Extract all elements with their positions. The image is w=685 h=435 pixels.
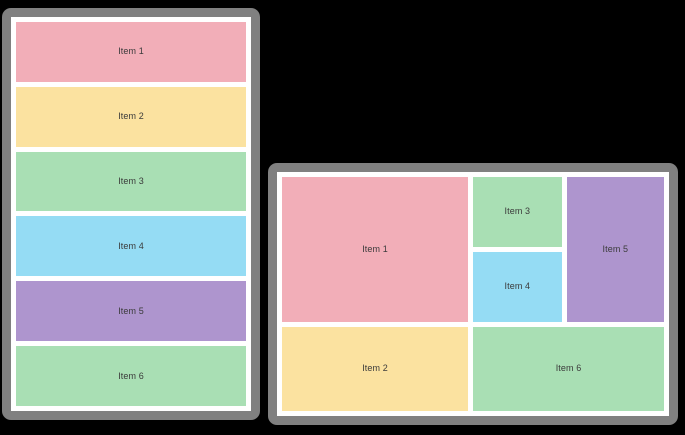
mobile-device-frame: Item 1 Item 2 Item 3 Item 4 Item 5 Item … [2, 8, 260, 420]
mobile-grid-item-3-label: Item 3 [118, 176, 144, 187]
mobile-grid-item-4[interactable]: Item 4 [16, 216, 246, 277]
desktop-device-screen: Item 1 Item 3 Item 4 Item 5 Item 2 Item … [277, 172, 669, 416]
desktop-grid-item-4-label: Item 4 [504, 281, 531, 292]
mobile-grid-item-5-label: Item 5 [118, 305, 144, 316]
desktop-grid-item-2[interactable]: Item 2 [282, 326, 468, 411]
desktop-device-frame: Item 1 Item 3 Item 4 Item 5 Item 2 Item … [268, 163, 678, 425]
mobile-grid-item-2-label: Item 2 [118, 111, 144, 122]
mobile-device-screen: Item 1 Item 2 Item 3 Item 4 Item 5 Item … [11, 17, 251, 411]
desktop-grid-container: Item 1 Item 3 Item 4 Item 5 Item 2 Item … [282, 177, 664, 411]
mobile-grid-item-6-label: Item 6 [118, 370, 144, 381]
mobile-grid-item-1-label: Item 1 [118, 46, 144, 57]
desktop-grid-item-6[interactable]: Item 6 [473, 326, 664, 411]
desktop-grid-item-2-label: Item 2 [362, 363, 388, 374]
desktop-grid-item-1[interactable]: Item 1 [282, 177, 468, 322]
mobile-grid-item-6[interactable]: Item 6 [16, 346, 246, 406]
desktop-grid-item-5-label: Item 5 [602, 243, 629, 254]
mobile-grid-item-5[interactable]: Item 5 [16, 281, 246, 342]
desktop-grid-item-4[interactable]: Item 4 [473, 251, 562, 322]
desktop-grid-item-3[interactable]: Item 3 [473, 177, 562, 247]
mobile-grid-item-4-label: Item 4 [118, 240, 144, 251]
desktop-grid-item-6-label: Item 6 [555, 363, 582, 374]
desktop-grid-item-3-label: Item 3 [504, 206, 531, 217]
desktop-grid-item-5[interactable]: Item 5 [566, 177, 664, 322]
mobile-grid-container: Item 1 Item 2 Item 3 Item 4 Item 5 Item … [16, 22, 246, 406]
mobile-grid-item-1[interactable]: Item 1 [16, 22, 246, 82]
desktop-grid-item-1-label: Item 1 [362, 243, 388, 254]
mobile-grid-item-3[interactable]: Item 3 [16, 151, 246, 212]
desktop-grid-middle-column: Item 3 Item 4 [473, 177, 562, 322]
mobile-grid-item-2[interactable]: Item 2 [16, 86, 246, 147]
